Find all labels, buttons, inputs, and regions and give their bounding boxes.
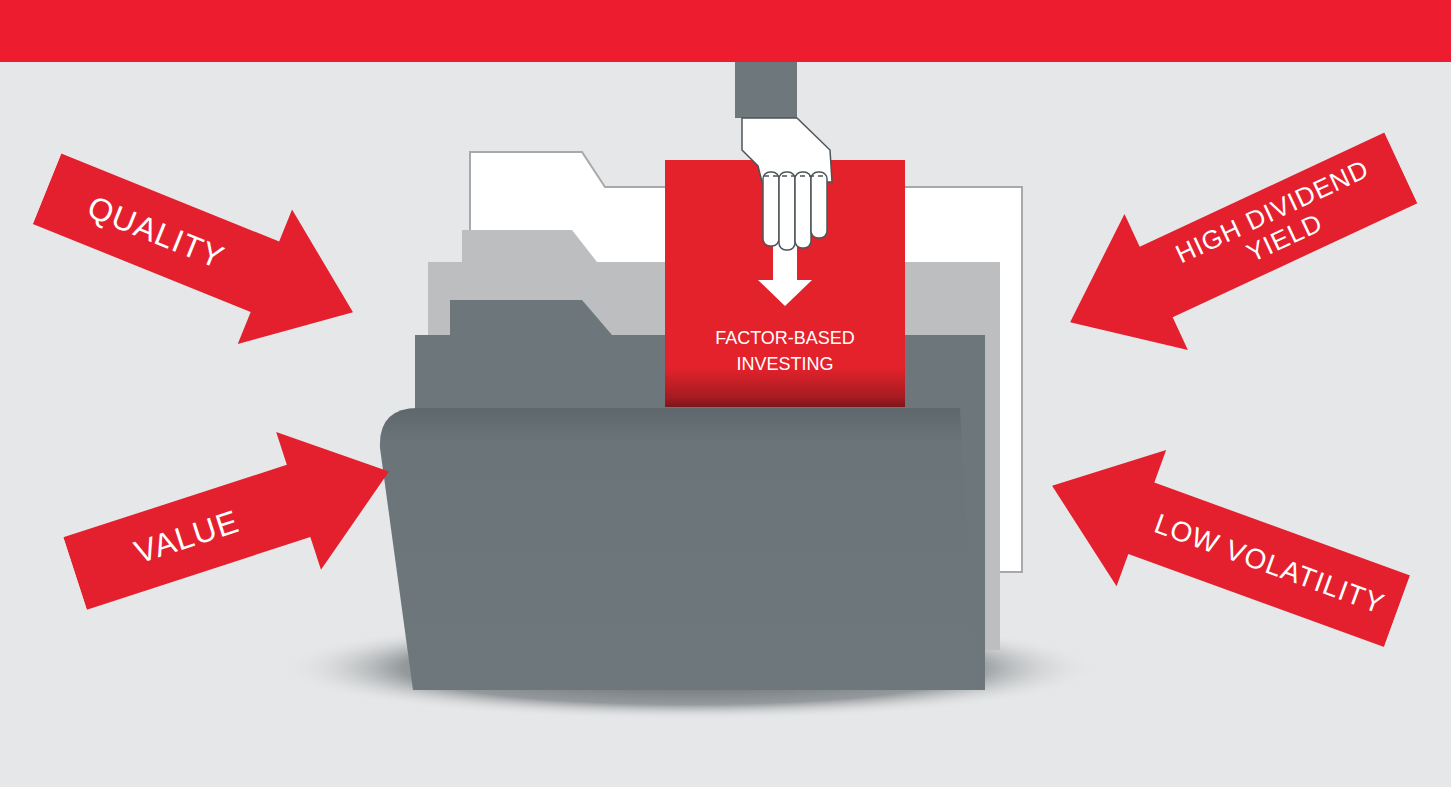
factor-arrow: HIGH DIVIDEND YIELD (1038, 100, 1432, 390)
hand-illustration (665, 62, 905, 262)
hand-finger (795, 172, 811, 248)
arrow-fill (53, 402, 412, 642)
hand-crease (764, 175, 827, 177)
factor-arrow: LOW VOLATILITY (1028, 417, 1423, 679)
header-bar (0, 0, 1451, 62)
hand-finger (763, 172, 779, 246)
front-folder-flap (380, 408, 976, 690)
hand-finger (811, 172, 827, 238)
arrow-fill (20, 121, 380, 379)
factor-card: FACTOR-BASED INVESTING (665, 160, 905, 407)
card-label: FACTOR-BASED INVESTING (700, 325, 870, 377)
hand-finger (779, 172, 795, 250)
factor-arrow: QUALITY (20, 121, 380, 379)
arrow-fill (1028, 417, 1423, 679)
sleeve (735, 62, 797, 118)
arrow-fill (1038, 100, 1432, 390)
factor-arrow: VALUE (53, 402, 412, 642)
